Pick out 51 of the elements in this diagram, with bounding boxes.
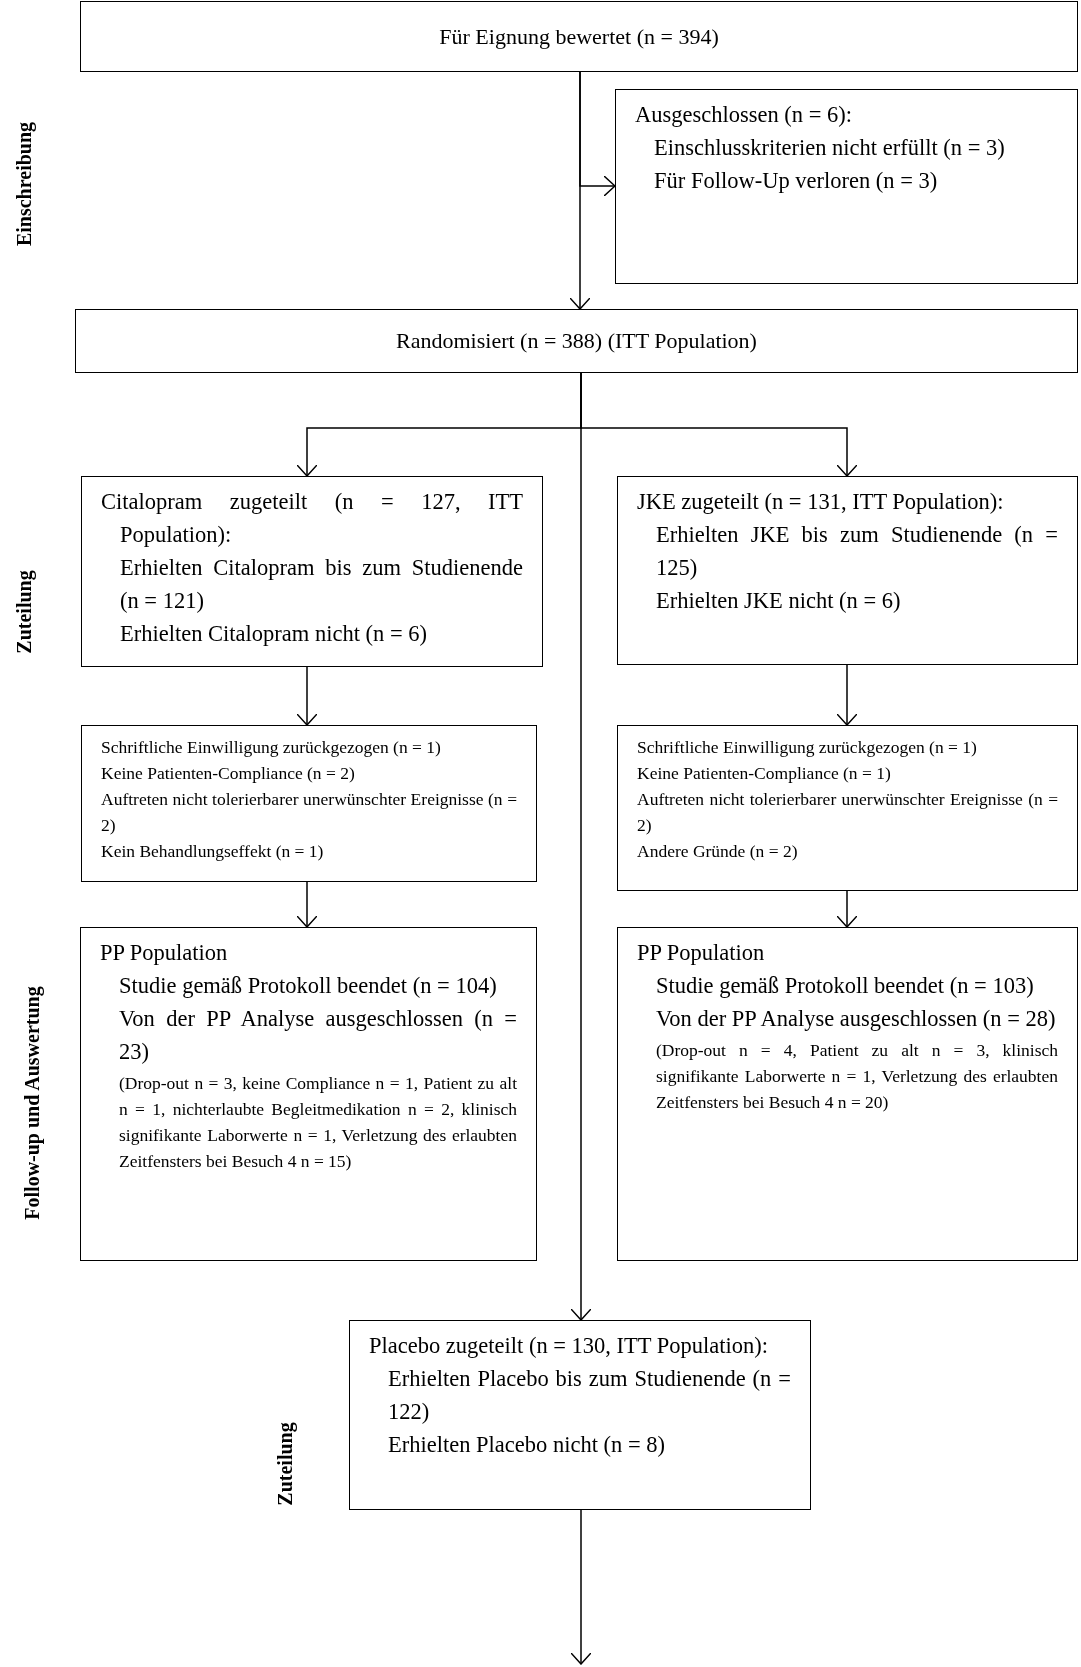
reason-text: Keine Patienten-Compliance (n = 1): [637, 762, 892, 785]
arrow: [836, 890, 858, 928]
arrow: [569, 71, 591, 310]
reason-text: Auftreten nicht tolerierbarer unerwünschter Ereignisse (n = 2): [637, 788, 1058, 837]
box-text: Erhielten Citalopram bis zum Studienende (n = 121): [119, 554, 523, 615]
box-text: Studie gemäß Protokoll beendet (n = 104): [118, 972, 498, 1000]
flow-box: [81, 725, 537, 882]
box-heading: Ausgeschlossen (n = 6):: [635, 101, 854, 129]
note-text: (Drop-out n = 4, Patient zu alt n = 3, klinisch signifikante Laborwerte n = 1, Verletzung des erlaubten Zeitfensters bei Besuch 4 n = 20): [655, 1039, 1058, 1114]
phase-label: Follow-up und Auswertung: [20, 986, 45, 1220]
flow-box: [615, 89, 1078, 284]
reason-text: Schriftliche Einwilligung zurückgezogen (n = 1): [637, 736, 978, 759]
arrow: [570, 372, 592, 1321]
flow-box: [80, 927, 537, 1261]
box-heading: PP Population: [637, 939, 766, 967]
flow-box: [617, 927, 1078, 1261]
phase-label: Zuteilung: [273, 1422, 298, 1506]
flow-box: [75, 309, 1078, 373]
box-text: Erhielten Citalopram nicht (n = 6): [119, 620, 428, 648]
box-text: Für Eignung bewertet (n = 394): [439, 22, 719, 51]
box-heading: JKE zugeteilt (n = 131, ITT Population):: [637, 488, 1005, 516]
box-text: Erhielten Placebo bis zum Studienende (n = 122): [387, 1365, 791, 1426]
reason-text: Andere Gründe (n = 2): [637, 840, 799, 863]
box-text: Studie gemäß Protokoll beendet (n = 103): [655, 972, 1035, 1000]
flow-box: [80, 1, 1078, 72]
phase-label: Zuteilung: [12, 570, 37, 654]
flow-box: [81, 476, 543, 667]
box-text: Erhielten JKE bis zum Studienende (n = 125): [655, 521, 1058, 582]
box-text: Einschlusskriterien nicht erfüllt (n = 3): [653, 134, 1006, 162]
box-text: Erhielten Placebo nicht (n = 8): [387, 1431, 666, 1459]
reason-text: Keine Patienten-Compliance (n = 2): [101, 762, 356, 785]
phase-label: Einschreibung: [12, 121, 37, 247]
arrow: [296, 666, 318, 726]
box-heading: PP Population: [100, 939, 229, 967]
box-text: Randomisiert (n = 388) (ITT Population): [396, 327, 757, 355]
reason-text: Schriftliche Einwilligung zurückgezogen (n = 1): [101, 736, 442, 759]
arrow: [296, 881, 318, 928]
box-text: Von der PP Analyse ausgeschlossen (n = 23): [118, 1005, 517, 1066]
box-text: Von der PP Analyse ausgeschlossen (n = 28): [655, 1005, 1057, 1033]
flow-box: [617, 725, 1078, 891]
flow-box: [349, 1320, 811, 1510]
box-heading: Placebo zugeteilt (n = 130, ITT Population):: [369, 1332, 770, 1360]
box-heading: Citalopram zugeteilt (n = 127, ITT Population):: [101, 488, 523, 549]
reason-text: Auftreten nicht tolerierbarer unerwünschter Ereignisse (n = 2): [101, 788, 517, 837]
box-text: Für Follow-Up verloren (n = 3): [653, 167, 939, 195]
flow-box: [617, 476, 1078, 665]
reason-text: Kein Behandlungseffekt (n = 1): [101, 840, 325, 863]
box-text: Erhielten JKE nicht (n = 6): [655, 587, 902, 615]
arrow: [570, 1509, 592, 1665]
note-text: (Drop-out n = 3, keine Compliance n = 1, Patient zu alt n = 1, nichterlaubte Begleitmedikation n = 2, klinisch signifikante Laborwerte n = 1, Verletzung des erlaubten Zeitfensters bei Besuch 4 n = 15): [118, 1072, 517, 1173]
arrow: [836, 664, 858, 726]
